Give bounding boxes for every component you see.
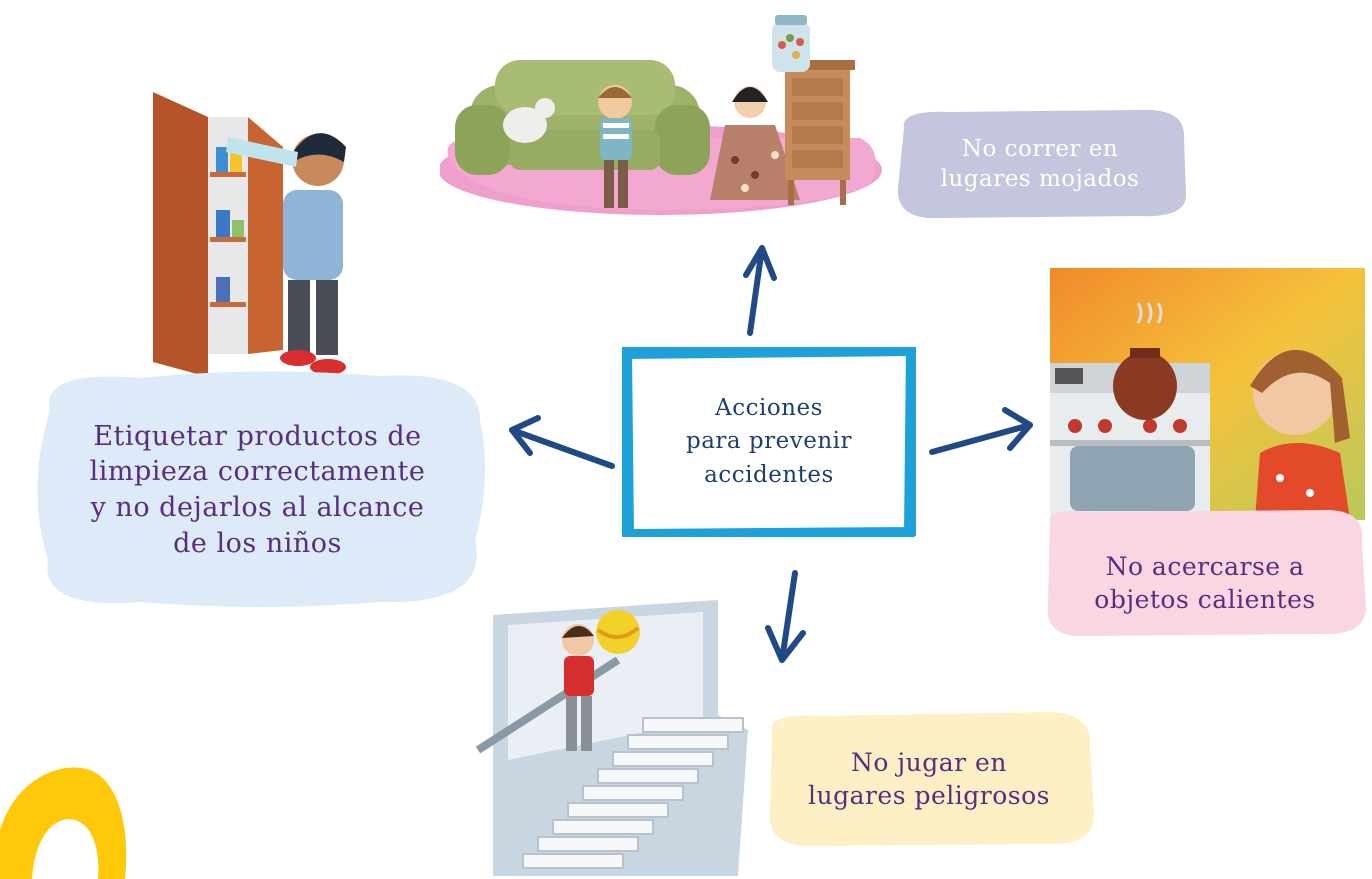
bubble-cleaning-products: Etiquetar productos de limpieza correcta…: [20, 370, 495, 610]
central-concept-frame: [622, 347, 916, 537]
illustration-cleaning-products: [148, 92, 360, 382]
arrow-left: [509, 415, 615, 469]
bubble-cleaning-products-text: Etiquetar productos de limpieza correcta…: [89, 420, 426, 559]
bubble-wet-floors-text: No correr en lugares mojados: [940, 135, 1140, 192]
illustration-stairs: [468, 600, 758, 876]
bubble-wet-floors-shape: [897, 109, 1187, 219]
corner-accent-shape: [0, 767, 127, 879]
bubble-hot-objects: No acercarse a objetos calientes: [1040, 508, 1370, 638]
bubble-dangerous-places-shape: [769, 712, 1094, 846]
bubble-cleaning-products-shape: [37, 371, 485, 607]
arrow-down: [765, 570, 806, 663]
illustration-hot-stove: [1050, 268, 1365, 520]
bubble-dangerous-places-text: No jugar en lugares peligrosos: [807, 748, 1051, 810]
central-concept-box: Acciones para prevenir accidentes: [622, 347, 916, 537]
illustration-living-room: [440, 10, 882, 222]
central-concept-text: Acciones para prevenir accidentes: [685, 394, 853, 488]
bubble-hot-objects-text: No acercarse a objetos calientes: [1094, 552, 1316, 614]
bubble-hot-objects-shape: [1047, 510, 1366, 636]
bubble-wet-floors: No correr en lugares mojados: [890, 108, 1190, 220]
bubble-dangerous-places: No jugar en lugares peligrosos: [760, 710, 1098, 848]
arrow-up: [743, 245, 777, 336]
arrow-right: [929, 407, 1033, 455]
